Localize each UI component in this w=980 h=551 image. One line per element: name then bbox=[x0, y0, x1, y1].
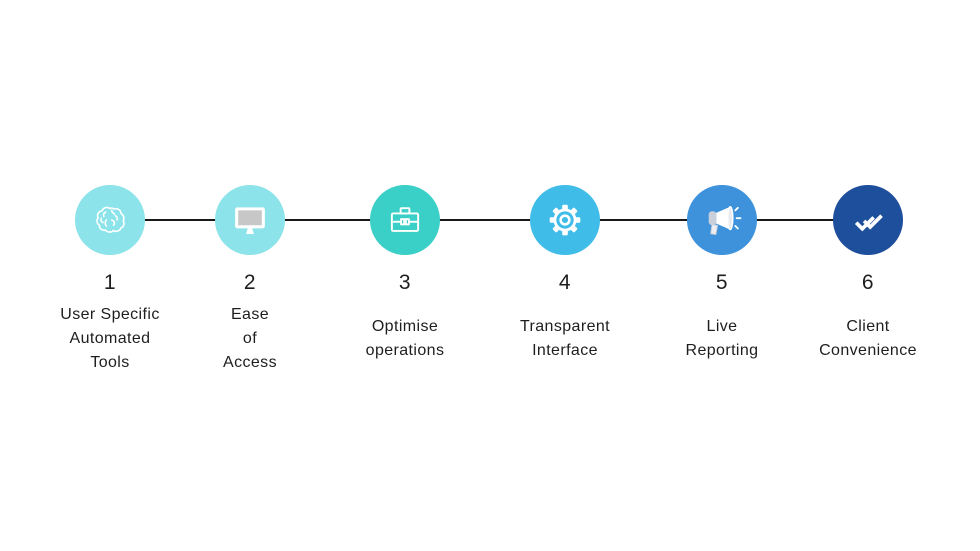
step-1-label: User Specific Automated Tools bbox=[60, 306, 160, 371]
step-6-circle bbox=[833, 185, 903, 255]
step-4-label: Transparent Interface bbox=[519, 318, 611, 359]
timeline-step-6: 6 Client Convenience bbox=[783, 185, 953, 377]
step-3-number: 3 bbox=[398, 271, 412, 294]
double-check-icon bbox=[854, 214, 883, 232]
step-5-number: 5 bbox=[715, 271, 729, 294]
megaphone-icon bbox=[708, 205, 742, 236]
timeline-step-4: 4 Transparent Interface bbox=[480, 185, 650, 377]
step-3-label: Optimise operations bbox=[365, 318, 445, 359]
timeline-step-2: 2 Ease of Access bbox=[165, 185, 335, 377]
step-2-label: Ease of Access bbox=[223, 306, 277, 371]
step-4-circle bbox=[530, 185, 600, 255]
timeline-connector-line bbox=[110, 219, 868, 221]
step-2-number: 2 bbox=[243, 271, 257, 294]
monitor-icon bbox=[235, 207, 265, 234]
step-5-circle bbox=[687, 185, 757, 255]
timeline-step-1: 1 User Specific Automated Tools bbox=[25, 185, 195, 377]
step-4-number: 4 bbox=[558, 271, 572, 294]
step-6-number: 6 bbox=[861, 271, 875, 294]
timeline-step-3: 3 Optimise operations bbox=[320, 185, 490, 377]
brain-icon bbox=[96, 206, 125, 233]
step-5-label: Live Reporting bbox=[685, 318, 759, 359]
step-1-number: 1 bbox=[103, 271, 117, 294]
gear-icon bbox=[549, 204, 581, 236]
step-6-label: Client Convenience bbox=[819, 318, 917, 359]
step-2-circle bbox=[215, 185, 285, 255]
step-1-circle bbox=[75, 185, 145, 255]
briefcase-icon bbox=[390, 207, 420, 232]
step-3-circle bbox=[370, 185, 440, 255]
timeline-step-5: 5 Live Reporting bbox=[637, 185, 807, 377]
